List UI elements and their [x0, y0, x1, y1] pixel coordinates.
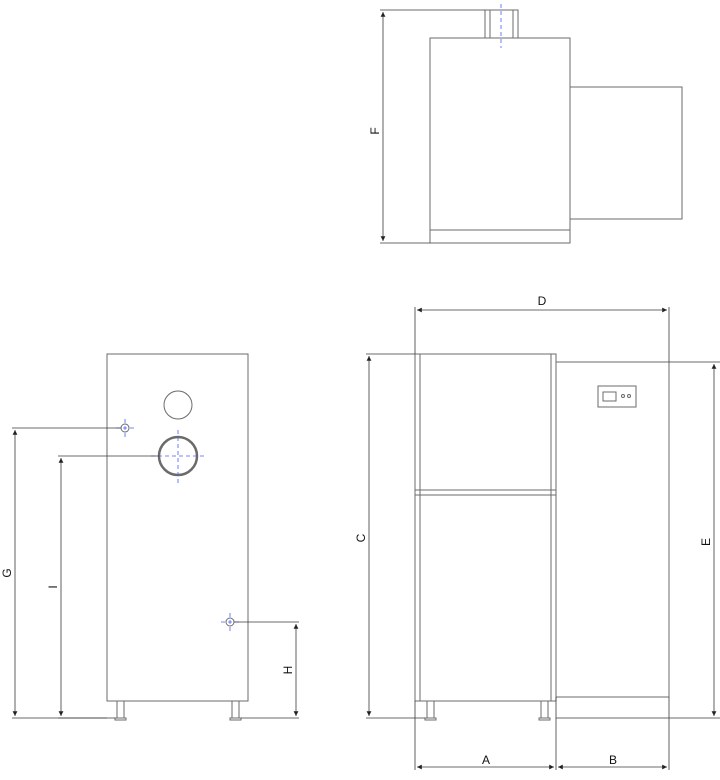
top-main-body	[429, 37, 571, 231]
dimension-label-a: A	[482, 753, 490, 767]
control-panel	[597, 385, 637, 408]
dimension-label-i: I	[46, 585, 60, 588]
upper-round-port	[163, 390, 193, 420]
dimension-label-b: B	[609, 753, 617, 767]
dimension-label-f: F	[368, 127, 382, 134]
front-boiler-body	[414, 353, 557, 702]
top-base-plinth	[429, 229, 571, 244]
dimension-label-d: D	[538, 294, 547, 308]
side-foot-left	[116, 700, 125, 719]
top-side-hopper	[569, 86, 683, 220]
side-view: G I H	[0, 353, 299, 721]
control-panel-display	[602, 391, 617, 402]
dimension-label-e: E	[699, 538, 713, 546]
front-pellet-hopper	[555, 361, 670, 698]
front-foot-right	[540, 700, 549, 719]
front-view: D C E A B	[354, 294, 720, 770]
dimension-label-c: C	[354, 533, 368, 542]
dimension-label-h: H	[281, 666, 295, 675]
side-body	[106, 353, 249, 702]
dimension-label-g: G	[0, 568, 14, 577]
front-foot-left	[426, 700, 435, 719]
flue-outlet-port	[157, 435, 199, 477]
top-view: F	[368, 4, 683, 244]
front-upper-door	[414, 353, 557, 491]
side-foot-right	[231, 700, 240, 719]
front-lower-door	[419, 494, 552, 702]
